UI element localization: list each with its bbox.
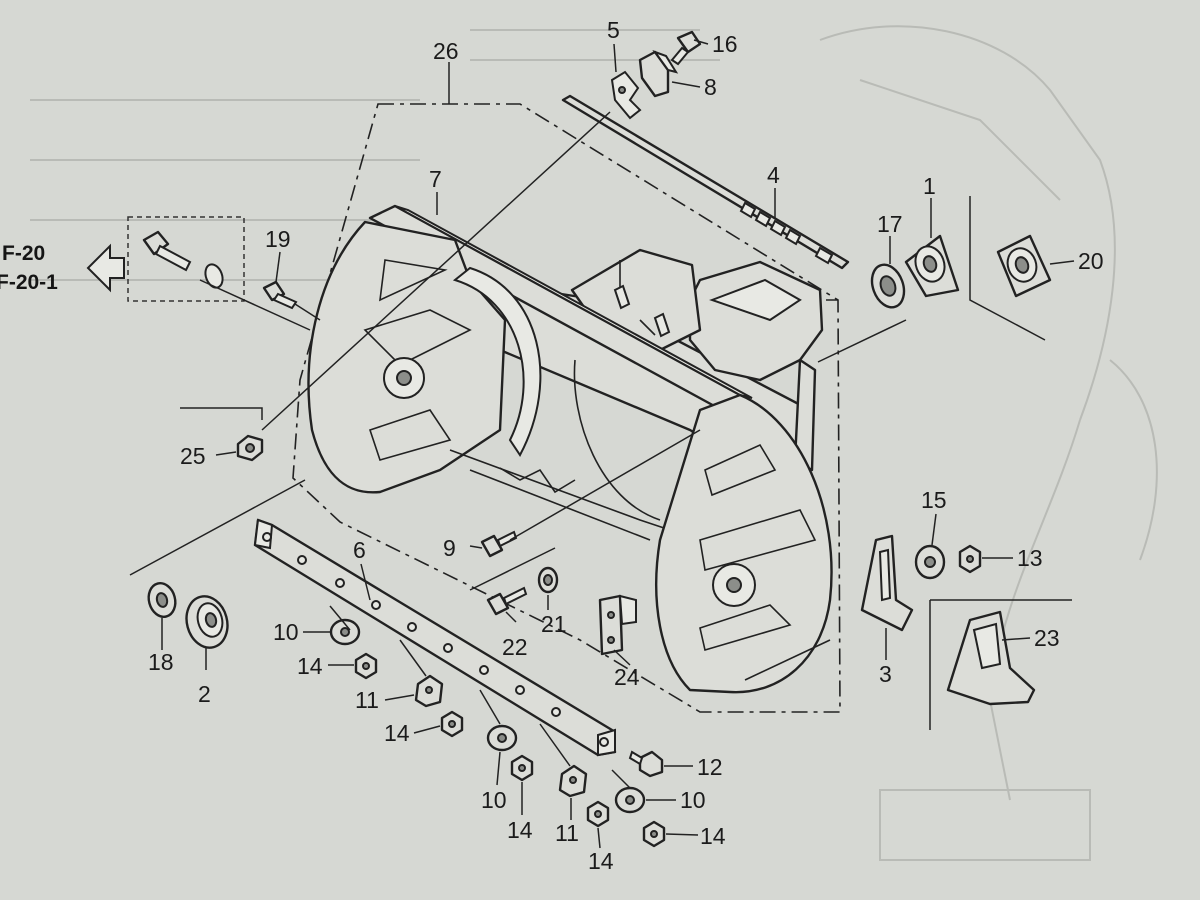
leader-lines — [161, 39, 1075, 849]
callout-21: 21 — [541, 611, 567, 637]
part-16-bolt — [670, 30, 702, 66]
callout-4: 4 — [767, 162, 780, 188]
arrow-left-icon — [86, 243, 125, 293]
callout-15: 15 — [921, 487, 947, 513]
part-14-nut-e — [642, 820, 666, 848]
callout-24: 24 — [614, 664, 640, 690]
figure-ref-line2: F-20-1 — [0, 271, 58, 294]
box-bolt-washer — [142, 230, 224, 289]
callout-14-c: 14 — [507, 817, 533, 843]
callout-10-b: 10 — [481, 787, 507, 813]
callout-20: 20 — [1078, 248, 1104, 274]
shoe-group-line — [129, 479, 306, 576]
callout-23: 23 — [1034, 625, 1060, 651]
callout-3: 3 — [879, 661, 892, 687]
callout-1: 1 — [923, 173, 936, 199]
callout-22: 22 — [502, 634, 528, 660]
callout-5: 5 — [607, 17, 620, 43]
callout-11-a: 11 — [355, 687, 379, 713]
part-14-nut-c — [510, 754, 534, 782]
callout-19: 19 — [265, 226, 291, 252]
part-12-bolt — [628, 750, 664, 778]
figure-ref-line1: F-20 — [2, 242, 45, 265]
part-10-washer-c — [614, 786, 646, 814]
part-1-bearing-holder — [904, 234, 960, 298]
part-10-washer-b — [486, 724, 518, 752]
part-20-group-line — [969, 196, 1046, 341]
callout-10-a: 10 — [273, 619, 299, 645]
callout-2: 2 — [198, 681, 211, 707]
part-3-guide — [860, 534, 914, 632]
part-21-washer — [537, 566, 559, 594]
group-22-21-line — [469, 547, 556, 591]
callout-14-e: 14 — [700, 823, 726, 849]
callout-9: 9 — [443, 535, 456, 561]
callout-8: 8 — [704, 74, 717, 100]
auger-housing — [307, 204, 833, 694]
callout-7: 7 — [429, 166, 442, 192]
part-15-washer — [914, 544, 946, 580]
part-23-guide-alt — [946, 610, 1036, 706]
part-25-nut — [236, 434, 264, 462]
assembly-boundary-26 — [292, 103, 841, 713]
part-22-bolt — [486, 586, 528, 616]
callout-14-a: 14 — [297, 653, 323, 679]
part-25-group-line — [180, 407, 263, 420]
part-20-bearing-holder — [996, 234, 1052, 298]
part-14-nut-d — [586, 800, 610, 828]
callout-25: 25 — [180, 443, 206, 469]
figure-reference: F-20 F-20-1 — [0, 242, 125, 294]
part-14-nut-a — [354, 652, 378, 680]
part-10-washer-a — [329, 618, 361, 646]
callout-17: 17 — [877, 211, 903, 237]
callout-14-b: 14 — [384, 720, 410, 746]
part-11-block-b — [558, 764, 588, 798]
callout-16: 16 — [712, 31, 738, 57]
part-19-bolt — [262, 280, 298, 310]
bolt-set-box — [127, 216, 245, 302]
callout-11-b: 11 — [555, 820, 579, 846]
part-11-block-a — [414, 674, 444, 708]
page-show-through — [30, 25, 1158, 861]
callout-6: 6 — [353, 537, 366, 563]
part-8-bracket — [638, 49, 679, 98]
part-23-group-line — [929, 599, 1072, 730]
part-2-skid-shoe — [185, 595, 229, 649]
callout-labels: 26 5 16 8 7 4 17 1 20 19 25 6 9 15 13 3 … — [148, 17, 1104, 874]
callout-10-c: 10 — [680, 787, 706, 813]
callout-14-d: 14 — [588, 848, 614, 874]
callout-26: 26 — [433, 38, 459, 64]
callout-18: 18 — [148, 649, 174, 675]
auger-shaft — [561, 94, 850, 270]
part-18-spacer — [147, 582, 177, 618]
callout-12: 12 — [697, 754, 723, 780]
scraper-bar — [253, 518, 617, 757]
part-9-bolt — [480, 530, 518, 558]
part-24-bracket — [598, 594, 637, 656]
part-14-nut-b — [440, 710, 464, 738]
callout-13: 13 — [1017, 545, 1043, 571]
part-13-nut — [958, 544, 982, 574]
part-5-clip — [610, 70, 642, 120]
part-17-bearing — [870, 263, 906, 309]
